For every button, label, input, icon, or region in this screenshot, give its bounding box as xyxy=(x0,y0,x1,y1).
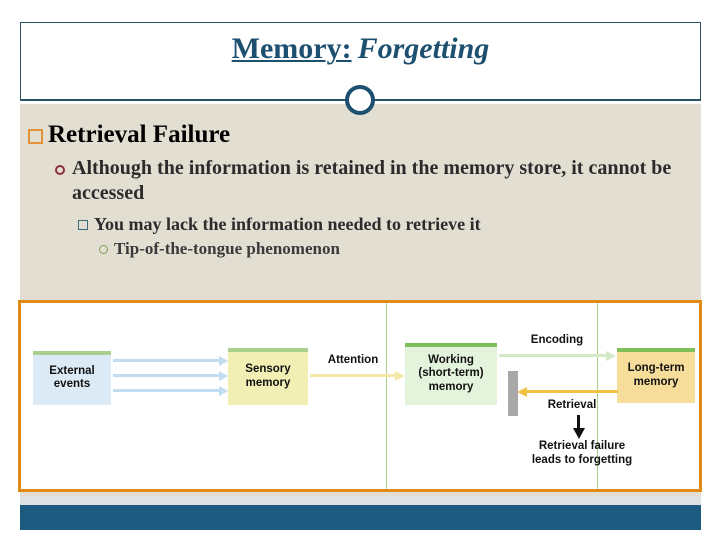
circle-outline-bullet-icon xyxy=(55,165,65,175)
bullet-level2: Although the information is retained in … xyxy=(55,156,698,206)
diagram-canvas: External events Sensory memory Working (… xyxy=(21,303,699,489)
bullet-level4: Tip-of-the-tongue phenomenon xyxy=(99,238,698,260)
diagram-label-retrieval: Retrieval xyxy=(547,399,597,411)
box-longterm-line2: memory xyxy=(633,375,679,388)
box-sensory-line2: memory xyxy=(245,376,291,389)
diagram-divider-line-2 xyxy=(597,303,598,489)
box-longterm-line1: Long-term xyxy=(627,362,685,374)
box-working-line3: memory xyxy=(428,380,474,393)
bullet-level3: You may lack the information needed to r… xyxy=(78,213,698,236)
retrieval-block-bar-icon xyxy=(508,371,518,416)
arrow-encoding-icon xyxy=(499,350,616,361)
arrow-external-to-sensory-1-icon xyxy=(113,355,228,366)
failure-line1: Retrieval failure xyxy=(538,440,626,452)
diagram-label-retrieval-failure: Retrieval failure leads to forgetting xyxy=(497,439,667,467)
arrow-external-to-sensory-2-icon xyxy=(113,370,228,381)
bullet-level4-label: Tip-of-the-tongue phenomenon xyxy=(114,239,340,258)
box-topbar xyxy=(33,351,111,355)
arrow-retrieval-joint-icon xyxy=(615,390,618,393)
bullet-level1-label: Retrieval Failure xyxy=(48,121,231,148)
failure-line2: leads to forgetting xyxy=(531,454,633,466)
bullet-level2-label: Although the information is retained in … xyxy=(72,157,672,204)
page-title: Memory:Forgetting xyxy=(20,32,701,66)
diagram-label-encoding: Encoding xyxy=(530,334,584,346)
footer-bar xyxy=(20,505,701,530)
diagram-label-attention: Attention xyxy=(327,354,379,366)
diagram-box-working-memory: Working (short-term) memory xyxy=(405,343,497,405)
box-external-line1: External xyxy=(49,364,95,377)
bullet-list: Retrieval Failure Although the informati… xyxy=(28,120,698,260)
box-sensory-line1: Sensory xyxy=(245,363,291,375)
diagram-divider-line-1 xyxy=(386,303,387,489)
bullet-level1: Retrieval Failure xyxy=(28,120,698,150)
arrow-external-to-sensory-3-icon xyxy=(113,385,228,396)
title-sub-text: Forgetting xyxy=(357,32,490,65)
diagram-box-long-term-memory: Long-term memory xyxy=(617,348,695,403)
box-topbar xyxy=(617,348,695,352)
arrow-attention-icon xyxy=(310,370,405,381)
bullet-level3-label: You may lack the information needed to r… xyxy=(94,214,481,234)
box-topbar xyxy=(405,343,497,347)
square-outline-bullet-icon xyxy=(28,129,43,144)
arrow-down-to-failure-icon xyxy=(572,415,585,439)
title-main-text: Memory: xyxy=(231,32,352,65)
memory-model-diagram: External events Sensory memory Working (… xyxy=(18,300,702,492)
box-external-line2: events xyxy=(53,378,91,390)
diagram-box-external-events: External events xyxy=(33,351,111,405)
box-working-line1: Working xyxy=(428,353,474,366)
ring-ornament-icon xyxy=(345,85,375,115)
box-topbar xyxy=(228,348,308,352)
square-outline-bullet-icon xyxy=(78,220,88,230)
box-working-line2: (short-term) xyxy=(418,367,484,380)
footer-separator xyxy=(20,496,701,505)
diagram-box-sensory-memory: Sensory memory xyxy=(228,348,308,405)
arrow-retrieval-icon xyxy=(517,386,618,397)
circle-outline-bullet-icon xyxy=(99,245,108,254)
